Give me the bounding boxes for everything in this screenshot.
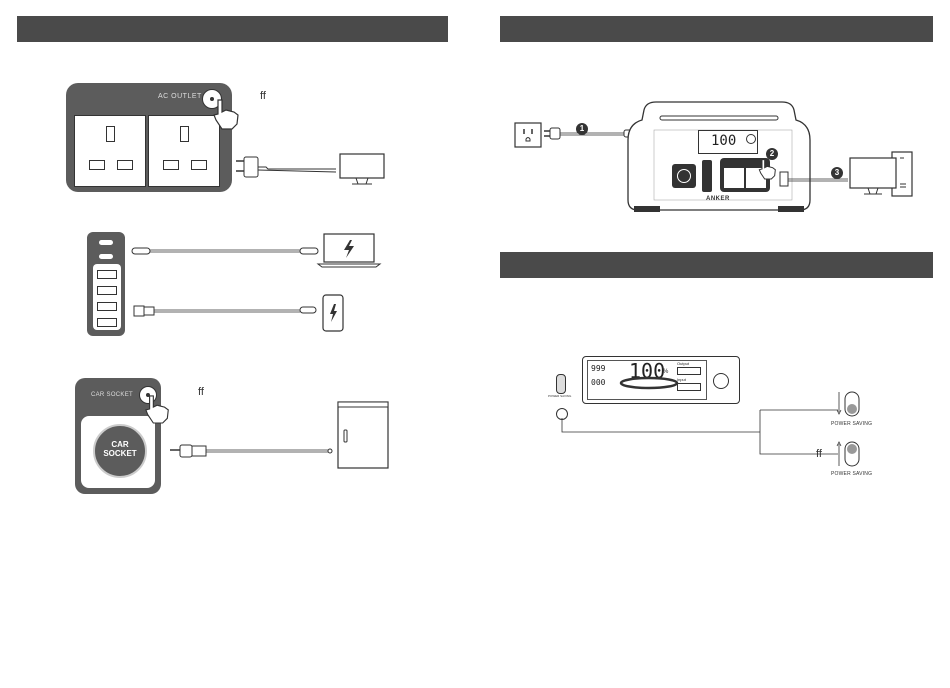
hand-pointer-icon [212,98,242,130]
uk-socket-left [74,115,146,187]
power-saving-switch-off[interactable] [835,440,865,470]
lcd-side-switch[interactable] [556,374,566,394]
desktop-computer-icon [848,150,914,200]
ac-off-symbol: ff [260,90,266,102]
ac-outlet-panel: AC OUTLET [66,83,232,192]
hand-pointer-icon-3 [758,158,778,180]
lcd-power-button[interactable] [713,373,729,389]
usb-c-cable [132,246,322,256]
car-plug-cable [170,444,336,460]
right-header-bar-1 [500,16,933,42]
phone-icon [322,294,344,332]
monitor-icon [338,152,386,188]
device-car-socket [672,164,696,188]
uk-socket-right [148,115,220,187]
device-power-button[interactable] [746,134,756,144]
usb-panel [87,232,125,336]
step-3-badge: 3 [831,167,843,179]
off-symbol: ff [816,448,822,460]
right-header-bar-2 [500,252,933,278]
car-fridge-icon [336,400,390,470]
car-socket-outlet: CAR SOCKET [93,424,147,478]
usb-a-cable [134,304,320,318]
car-off-symbol: ff [198,386,204,398]
power-station: 100 ANKER [624,100,814,214]
step-1-badge: 1 [576,123,588,135]
car-socket-label: CAR SOCKET [91,392,133,398]
usb-a-port-1 [97,270,117,279]
hand-pointer-icon-2 [144,394,172,424]
usb-c-port-1 [99,240,113,245]
left-header-bar [17,16,448,42]
lcd-panel: 999 000 100 % Output Input [582,356,740,404]
ac-outlet-label: AC OUTLET [158,93,202,100]
bracket-lines [560,408,850,468]
usb-c-port-2 [99,254,113,259]
laptop-icon [316,232,380,268]
wall-outlet-icon [514,122,542,148]
power-saving-switch-on[interactable] [835,390,865,420]
usb-a-port-2 [97,286,117,295]
lcd-battery-ring [619,375,679,389]
device-usb-column [702,160,712,192]
device-brand: ANKER [706,196,730,202]
usb-a-port-3 [97,302,117,311]
usb-a-port-4 [97,318,117,327]
